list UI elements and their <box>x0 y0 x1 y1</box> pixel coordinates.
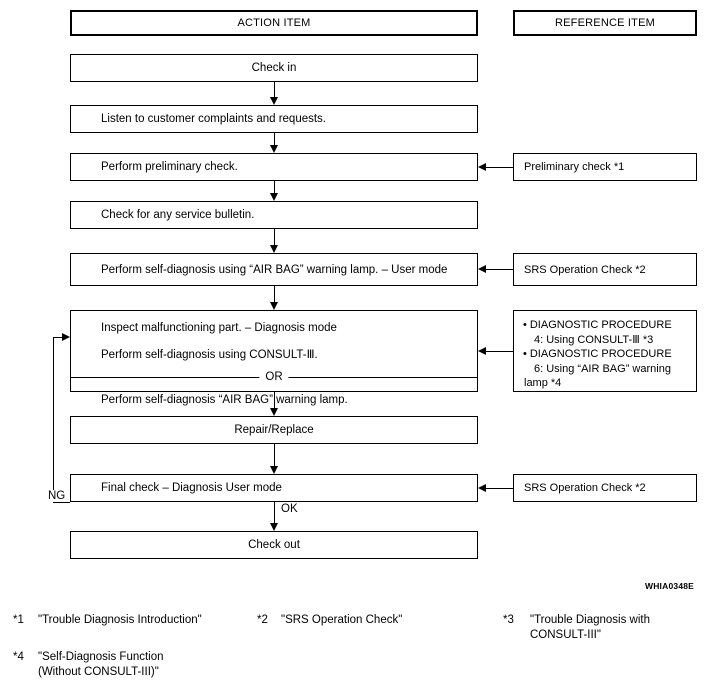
connector-ref-srs-operation-check-1 <box>486 269 513 270</box>
action-box-preliminary-check[interactable]: Perform preliminary check. <box>70 153 478 181</box>
arrow-head-bulletin-to-self-diagnosis <box>269 245 278 253</box>
action-box-self-diagnosis-user-mode-label: Perform self-diagnosis using “AIR BAG” w… <box>101 263 448 276</box>
or-box-line-3: Perform self-diagnosis “AIR BAG” warning… <box>101 394 348 406</box>
footnote-3-text-line-1: "Trouble Diagnosis with <box>530 614 650 626</box>
action-box-service-bulletin[interactable]: Check for any service bulletin. <box>70 201 478 229</box>
action-box-repair-replace[interactable]: Repair/Replace <box>70 416 478 444</box>
action-box-repair-replace-label: Repair/Replace <box>234 424 314 436</box>
diagnostic-ref-line-1: •DIAGNOSTIC PROCEDURE <box>523 318 690 333</box>
footnote-1-mark: *1 <box>13 614 24 626</box>
reference-box-srs-operation-check-1[interactable]: SRS Operation Check *2 <box>513 253 697 286</box>
reference-box-preliminary-check[interactable]: Preliminary check *1 <box>513 153 697 181</box>
edge-label-ng: NG <box>48 490 66 502</box>
header-reference-item: REFERENCE ITEM <box>513 10 697 36</box>
arrow-head-ng-into-inspect <box>62 332 70 341</box>
connector-final-check-to-check-out <box>274 502 275 523</box>
bullet-icon: • <box>523 319 527 331</box>
connector-bulletin-to-self-diagnosis <box>274 229 275 245</box>
connector-ref-diagnostic-procedures <box>486 351 513 352</box>
connector-ref-srs-operation-check-2 <box>486 488 513 489</box>
footnote-4-text-line-2: (Without CONSULT-III)" <box>38 666 159 678</box>
action-box-preliminary-check-label: Perform preliminary check. <box>101 161 238 173</box>
reference-box-srs-operation-check-1-label: SRS Operation Check *2 <box>524 263 646 276</box>
connector-preliminary-to-bulletin <box>274 181 275 193</box>
arrow-head-self-diagnosis-to-inspect <box>269 302 278 310</box>
header-reference-item-label: REFERENCE ITEM <box>555 17 655 29</box>
or-divider: OR <box>71 370 477 385</box>
arrow-head-ref-srs-operation-check-1 <box>478 264 486 273</box>
or-box-lower-section: Perform self-diagnosis “AIR BAG” warning… <box>71 385 477 416</box>
arrow-head-preliminary-to-bulletin <box>269 193 278 201</box>
diagnostic-ref-line-2: 4: Using CONSULT-Ⅲ *3 <box>534 333 654 346</box>
action-box-check-out-label: Check out <box>248 539 300 551</box>
footnote-4-mark: *4 <box>13 651 24 663</box>
header-action-item: ACTION ITEM <box>70 10 478 36</box>
bullet-icon: • <box>523 348 527 360</box>
footnote-1-text: "Trouble Diagnosis Introduction" <box>38 614 202 626</box>
arrow-head-ref-preliminary-check <box>478 162 486 171</box>
diagnostic-ref-line-3: •DIAGNOSTIC PROCEDURE <box>523 347 690 362</box>
reference-box-srs-operation-check-2[interactable]: SRS Operation Check *2 <box>513 474 697 502</box>
reference-box-preliminary-check-label: Preliminary check *1 <box>524 161 625 173</box>
action-box-check-in[interactable]: Check in <box>70 54 478 82</box>
connector-check-in-to-listen <box>274 82 275 97</box>
arrow-head-check-in-to-listen <box>269 97 278 105</box>
arrow-head-ref-diagnostic-procedures <box>478 346 486 355</box>
arrow-head-ref-srs-operation-check-2 <box>478 483 486 492</box>
footnote-3-text-line-2: CONSULT-III" <box>530 629 601 641</box>
action-box-inspect-diagnosis-mode[interactable]: Inspect malfunctioning part. – Diagnosis… <box>70 310 478 406</box>
diagnostic-ref-line-4: 6: Using “AIR BAG” warning <box>534 362 671 375</box>
connector-ng-vertical-segment <box>53 337 54 502</box>
figure-code: WHIA0348E <box>645 581 695 591</box>
connector-listen-to-preliminary <box>274 133 275 145</box>
connector-ng-top-segment <box>53 337 62 338</box>
diagnostic-ref-line-1-text: DIAGNOSTIC PROCEDURE <box>529 319 672 331</box>
reference-box-srs-operation-check-2-label: SRS Operation Check *2 <box>524 482 646 494</box>
footnote-3-mark: *3 <box>503 614 514 626</box>
edge-label-ok: OK <box>281 503 298 515</box>
arrow-head-repair-to-final-check <box>269 466 278 474</box>
or-box-upper-section: Inspect malfunctioning part. – Diagnosis… <box>71 311 477 370</box>
footnote-2-mark: *2 <box>257 614 268 626</box>
or-box-line-1: Inspect malfunctioning part. – Diagnosis… <box>101 322 337 334</box>
reference-box-diagnostic-procedures[interactable]: •DIAGNOSTIC PROCEDURE 4: Using CONSULT-Ⅲ… <box>513 310 697 392</box>
action-box-final-check[interactable]: Final check – Diagnosis User mode <box>70 474 478 502</box>
connector-self-diagnosis-to-inspect <box>274 286 275 302</box>
action-box-listen-to-customer-label: Listen to customer complaints and reques… <box>101 113 327 125</box>
action-box-service-bulletin-label: Check for any service bulletin. <box>101 209 255 221</box>
or-divider-label: OR <box>259 370 289 385</box>
action-box-check-in-label: Check in <box>251 62 297 74</box>
footnote-2-text: "SRS Operation Check" <box>281 614 403 626</box>
connector-inspect-to-repair <box>274 392 275 408</box>
connector-repair-to-final-check <box>274 444 275 466</box>
or-box-line-2: Perform self-diagnosis using CONSULT-Ⅲ. <box>101 349 318 361</box>
arrow-head-final-check-to-check-out <box>269 523 278 531</box>
action-box-final-check-label: Final check – Diagnosis User mode <box>101 482 282 494</box>
diagnostic-ref-line-5: lamp *4 <box>524 377 562 389</box>
action-box-listen-to-customer[interactable]: Listen to customer complaints and reques… <box>70 105 478 133</box>
action-box-self-diagnosis-user-mode[interactable]: Perform self-diagnosis using “AIR BAG” w… <box>70 253 478 286</box>
arrow-head-listen-to-preliminary <box>269 145 278 153</box>
connector-ng-bottom-segment <box>53 502 70 503</box>
footnote-4-text-line-1: "Self-Diagnosis Function <box>38 651 164 663</box>
connector-ref-preliminary-check <box>486 167 513 168</box>
header-action-item-label: ACTION ITEM <box>237 17 311 29</box>
action-box-check-out[interactable]: Check out <box>70 531 478 559</box>
diagnostic-ref-line-3-text: DIAGNOSTIC PROCEDURE <box>529 348 672 360</box>
arrow-head-inspect-to-repair <box>269 408 278 416</box>
